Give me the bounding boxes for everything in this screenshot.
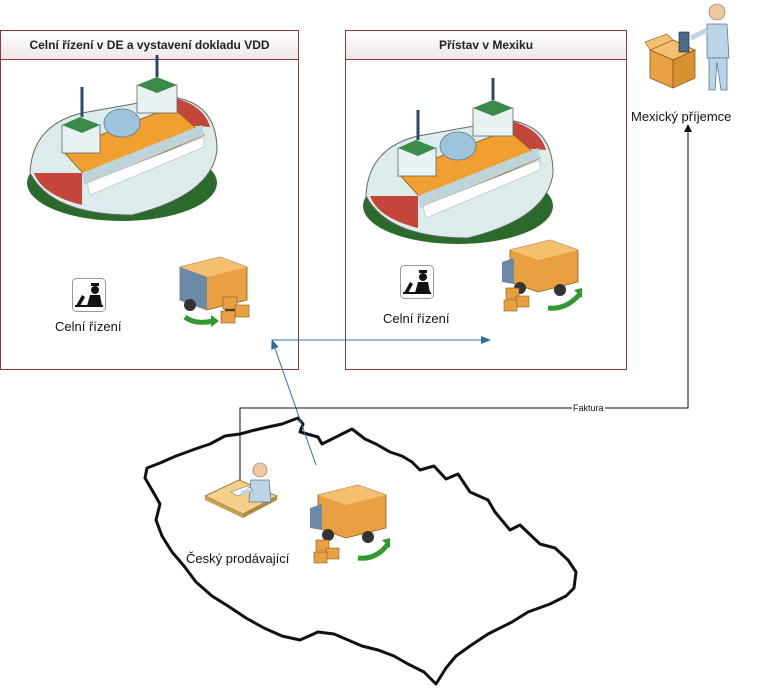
receiver-person-icon: [645, 3, 730, 91]
seller-desk-icon: [205, 462, 278, 518]
panel-germany-title: Celní řízení v DE a vystavení dokladu VD…: [1, 31, 298, 60]
ship-icon: [363, 78, 554, 244]
customs-label-germany: Celní řízení: [55, 319, 122, 334]
truck-icon: [310, 484, 390, 564]
receiver-label: Mexický příjemce: [631, 109, 732, 124]
panel-mexico-title: Přístav v Mexiku: [346, 31, 626, 60]
invoice-connector: [239, 126, 689, 490]
invoice-label: Faktura: [572, 403, 605, 413]
customs-officer-icon: [72, 278, 106, 312]
invoice-arrowhead: [684, 124, 692, 132]
seller-label: Český prodávající: [186, 551, 290, 566]
truck-icon: [179, 256, 250, 327]
flow-arrow-seller-to-germany: [271, 339, 317, 466]
truck-icon: [502, 239, 582, 312]
customs-label-mexico: Celní řízení: [383, 311, 450, 326]
ship-icon: [27, 55, 218, 221]
customs-officer-icon: [400, 265, 434, 299]
